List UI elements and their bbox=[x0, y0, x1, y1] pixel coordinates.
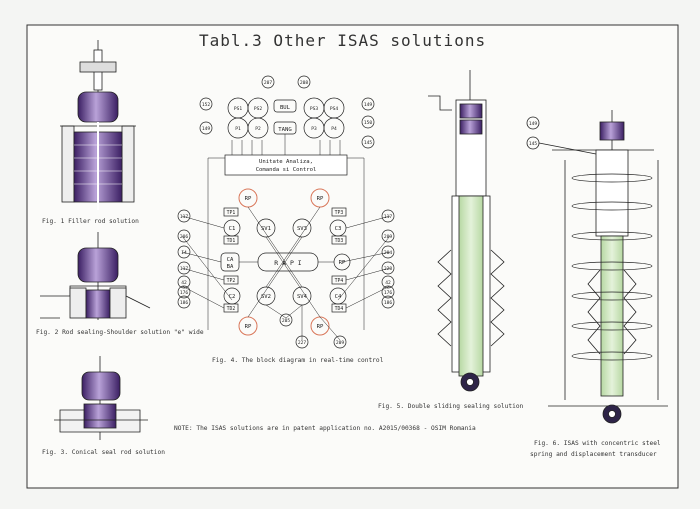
rp-label-5: RP bbox=[339, 260, 346, 266]
ps1-label: PS1 bbox=[234, 106, 243, 112]
p1-label: P1 bbox=[235, 126, 241, 132]
td2-label: TD2 bbox=[227, 306, 236, 312]
ref-right-6: 176 bbox=[384, 290, 393, 296]
ref-right-7: 186 bbox=[384, 300, 393, 306]
ref-left-7: 186 bbox=[180, 300, 189, 306]
sv3-label: SV3 bbox=[297, 226, 307, 232]
sv4-label: SV4 bbox=[297, 294, 308, 300]
tp3-label: TP3 bbox=[335, 210, 344, 216]
ref-top-7: 145 bbox=[364, 140, 373, 146]
tp1-label: TP1 bbox=[227, 210, 236, 216]
fig6-ref-149: 149 bbox=[529, 121, 538, 127]
td1-label: TD1 bbox=[227, 238, 236, 244]
td3-label: TD3 bbox=[335, 238, 344, 244]
ref-right-1: 117 bbox=[384, 214, 393, 220]
p4-label: P4 bbox=[331, 126, 337, 132]
ps4-label: PS4 bbox=[330, 106, 339, 112]
ref-right-2: 209 bbox=[384, 234, 393, 240]
p3-label: P3 bbox=[311, 126, 317, 132]
ba-label: BA bbox=[227, 264, 234, 270]
page-title: Tabl.3 Other ISAS solutions bbox=[199, 31, 487, 50]
rapi-label: R A P I bbox=[274, 259, 301, 267]
ref-left-2: 206 bbox=[180, 234, 189, 240]
c4-label: C4 bbox=[335, 294, 342, 300]
ref-right-5: 42 bbox=[385, 280, 391, 286]
ref-right-3: 204 bbox=[384, 250, 393, 256]
c3-label: C3 bbox=[335, 226, 342, 232]
fig4-block-diagram bbox=[177, 75, 395, 349]
bul-label: BUL bbox=[280, 105, 291, 111]
fig1-caption: Fig. 1 Filler rod solution bbox=[42, 218, 139, 225]
p2-label: P2 bbox=[255, 126, 261, 132]
fig1-filler-rod-drawing bbox=[60, 40, 136, 210]
ref-right-4: 228 bbox=[384, 266, 393, 272]
ref-top-6: 150 bbox=[364, 120, 373, 126]
rp-label-1: RP bbox=[245, 196, 252, 202]
fig5-caption: Fig. 5. Double sliding sealing solution bbox=[378, 403, 524, 410]
ref-left-1: 117 bbox=[180, 214, 189, 220]
fig3-conical-seal-drawing bbox=[54, 356, 148, 440]
ref-left-6: 176 bbox=[180, 290, 189, 296]
rp-label-2: RP bbox=[317, 196, 324, 202]
c2-label: C2 bbox=[229, 294, 236, 300]
ref-bubbles bbox=[177, 75, 395, 349]
fig2-shoulder-drawing bbox=[40, 232, 151, 320]
fig6-caption-line1: Fig. 6. ISAS with concentric steel bbox=[534, 440, 661, 447]
ref-bottom-3: 209 bbox=[336, 340, 345, 346]
ps3-label: PS3 bbox=[310, 106, 319, 112]
tp4-label: TP4 bbox=[335, 278, 344, 284]
ref-top-1: 207 bbox=[264, 80, 273, 86]
ref-top-2: 208 bbox=[300, 80, 309, 86]
fig6-ref-145: 145 bbox=[529, 141, 538, 147]
ref-top-4: 149 bbox=[202, 126, 211, 132]
ref-bottom-1: 205 bbox=[282, 318, 291, 324]
fig4-labels: Unitate Analiza, Comanda si Control R A … bbox=[180, 80, 393, 346]
fig4-caption: Fig. 4. The block diagram in real-time c… bbox=[212, 357, 384, 364]
tp2-label: TP2 bbox=[227, 278, 236, 284]
sv2-label: SV2 bbox=[261, 294, 271, 300]
sv1-label: SV1 bbox=[261, 226, 271, 232]
ca-label: CA bbox=[227, 257, 234, 263]
ref-bottom-2: 227 bbox=[298, 340, 307, 346]
fig6-ref-labels: 149 145 bbox=[529, 121, 538, 147]
fig6-caption-line2: spring and displacement transducer bbox=[530, 451, 657, 458]
rp-label-3: RP bbox=[245, 324, 252, 330]
tang-label: TANG bbox=[278, 127, 292, 133]
fig5-double-sliding-drawing bbox=[428, 70, 505, 392]
td4-label: TD4 bbox=[335, 306, 344, 312]
ref-left-5: 42 bbox=[181, 280, 187, 286]
patent-note: NOTE: The ISAS solutions are in patent a… bbox=[174, 425, 476, 432]
ref-top-5: 149 bbox=[364, 102, 373, 108]
ps2-label: PS2 bbox=[254, 106, 263, 112]
control-unit-line2: Comanda si Control bbox=[256, 167, 317, 173]
ref-left-4: 117 bbox=[180, 266, 189, 272]
fig6-concentric-spring-drawing bbox=[526, 110, 668, 424]
rp-label-4: RP bbox=[317, 324, 324, 330]
fig3-caption: Fig. 3. Conical seal rod solution bbox=[42, 449, 165, 456]
ref-left-3: I4 bbox=[181, 250, 187, 256]
c1-label: C1 bbox=[229, 226, 236, 232]
control-unit-line1: Unitate Analiza, bbox=[259, 159, 313, 165]
fig2-caption: Fig. 2 Rod sealing-Shoulder solution "e"… bbox=[36, 329, 204, 336]
ref-top-3: 152 bbox=[202, 102, 211, 108]
